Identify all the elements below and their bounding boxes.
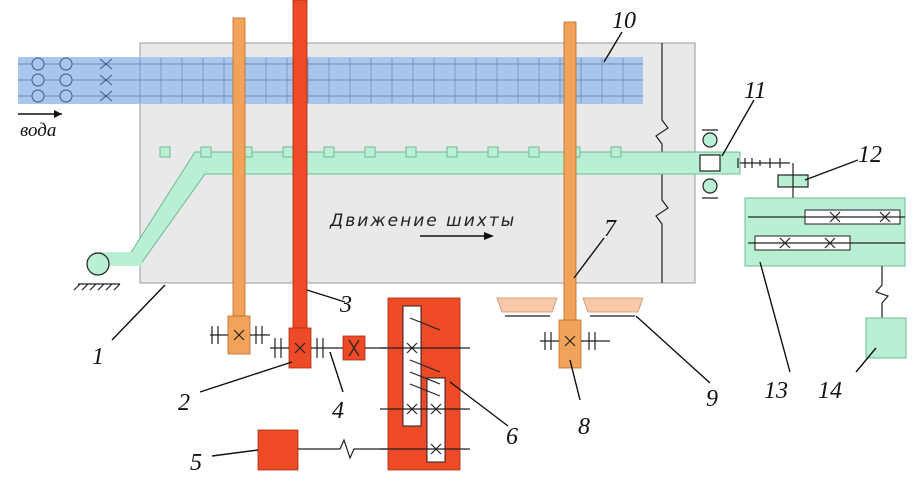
callout-4: 4	[332, 398, 344, 424]
shaft-left	[210, 17, 270, 355]
callout-13: 13	[764, 378, 788, 404]
conveyor-flight	[323, 146, 335, 158]
conveyor-flight	[610, 146, 622, 158]
water-pipes	[18, 57, 643, 104]
valve-icon	[59, 89, 73, 103]
callout-8: 8	[578, 414, 590, 440]
conveyor-flight	[200, 146, 212, 158]
valve-icon	[99, 58, 113, 70]
motor-red	[257, 429, 299, 471]
valve-icon	[99, 74, 113, 86]
callout-10: 10	[612, 8, 636, 34]
valve-icon	[31, 89, 45, 103]
callout-11: 11	[744, 78, 766, 104]
conveyor-flight	[446, 146, 458, 158]
water-arrow-head	[54, 110, 62, 118]
conveyor	[73, 146, 741, 291]
callout-6: 6	[506, 424, 518, 450]
valve-icon	[59, 73, 73, 87]
valve-icon	[99, 90, 113, 102]
valve-icon	[31, 57, 45, 71]
leader-lines	[111, 31, 877, 457]
conveyor-flight	[405, 146, 417, 158]
callout-12: 12	[858, 142, 882, 168]
shaft-red	[270, 0, 388, 369]
gearbox-right	[744, 197, 906, 318]
conveyor-flight	[282, 146, 294, 158]
valve-icon	[59, 57, 73, 71]
conveyor-flight	[364, 146, 376, 158]
water-label: вода	[20, 120, 56, 141]
tail-pulley	[86, 252, 110, 276]
callout-14: 14	[818, 378, 842, 404]
head-pulley-assembly	[699, 129, 790, 199]
shoe-right	[582, 297, 644, 313]
callout-7: 7	[604, 216, 617, 242]
valve-icon	[31, 73, 45, 87]
conveyor-flight	[487, 146, 499, 158]
callout-3: 3	[339, 292, 352, 318]
callout-2: 2	[178, 390, 190, 416]
motion-arrow-head	[484, 232, 494, 240]
shaft-right	[540, 21, 610, 369]
conveyor-flight	[159, 146, 171, 158]
callout-5: 5	[190, 450, 202, 476]
callout-1: 1	[92, 344, 104, 370]
gearbox-red	[380, 297, 470, 471]
shoe-left	[496, 297, 558, 313]
motion-label: Движение шихты	[329, 211, 516, 231]
callout-9: 9	[706, 386, 718, 412]
conveyor-flight	[528, 146, 540, 158]
